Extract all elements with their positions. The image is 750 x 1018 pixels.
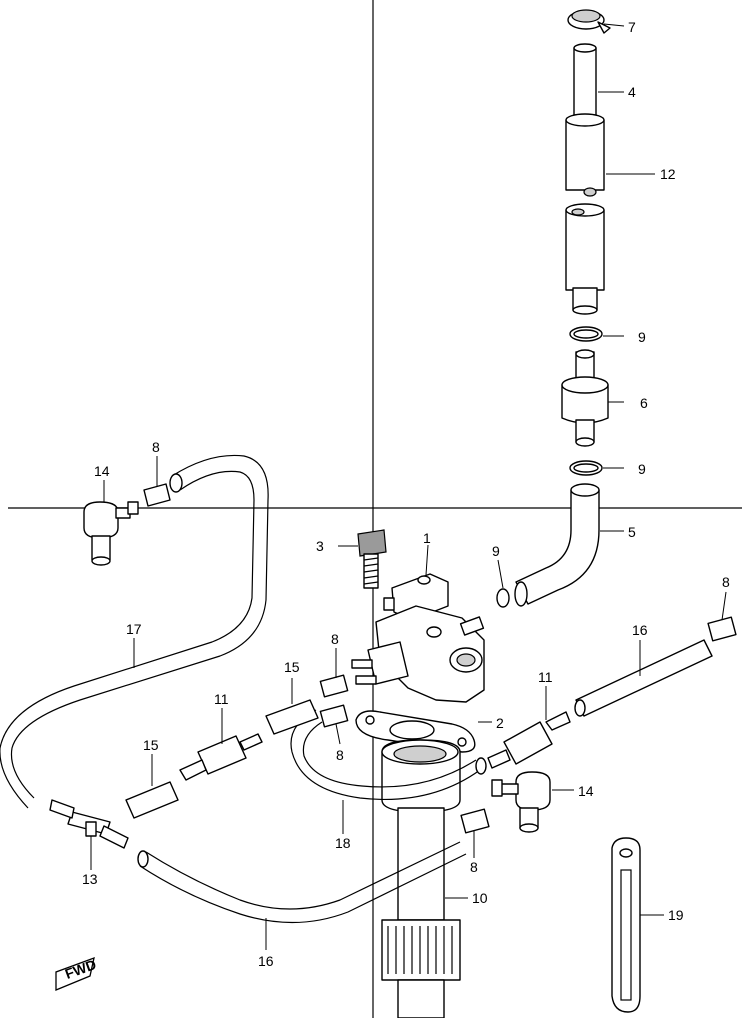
callout-14b: 14 <box>578 783 594 799</box>
callout-9a: 9 <box>638 329 646 345</box>
part-16-hose-bottom <box>137 841 467 924</box>
callout-19: 19 <box>668 907 684 923</box>
callout-3: 3 <box>316 538 324 554</box>
part-11-filter-right <box>487 711 571 769</box>
part-8-cap-c <box>319 674 349 698</box>
callout-7: 7 <box>628 19 636 35</box>
callout-15a: 15 <box>284 659 300 675</box>
leader-lines <box>90 23 727 950</box>
part-9-oring-lower <box>569 460 603 476</box>
part-19-strap <box>611 837 641 1013</box>
callout-4: 4 <box>628 84 636 100</box>
callout-15b: 15 <box>143 737 159 753</box>
part-15-hose-upper <box>265 699 319 735</box>
callout-9c: 9 <box>492 543 500 559</box>
callout-11a: 11 <box>538 669 553 685</box>
callout-8a: 8 <box>152 439 160 455</box>
callout-11b: 11 <box>214 691 229 707</box>
part-14-elbow-upper <box>83 501 139 566</box>
part-1-fuel-pump <box>351 573 485 703</box>
callout-17: 17 <box>126 621 142 637</box>
part-17-hose <box>0 454 269 809</box>
callout-13: 13 <box>82 871 98 887</box>
part-8-cap-a <box>143 483 171 507</box>
part-5-bent-hose <box>514 483 600 607</box>
callout-8c: 8 <box>331 631 339 647</box>
part-13-tee <box>49 799 129 849</box>
part-15-hose-lower <box>125 781 179 819</box>
fwd-arrow-icon: FWD <box>55 956 98 991</box>
part-11-filter-left <box>179 733 263 781</box>
callout-6: 6 <box>640 395 648 411</box>
callout-1: 1 <box>423 530 431 546</box>
part-16-hose-right <box>574 639 713 717</box>
callout-8d: 8 <box>336 747 344 763</box>
callout-16b: 16 <box>258 953 274 969</box>
callout-10: 10 <box>472 890 488 906</box>
callout-2: 2 <box>496 715 504 731</box>
part-10-pump-base <box>381 739 461 1018</box>
part-18-hose <box>290 709 487 801</box>
callout-14a: 14 <box>94 463 110 479</box>
callout-labels: 7 4 12 9 6 9 5 3 1 9 14 8 8 16 17 8 15 1… <box>82 19 730 969</box>
part-8-cap-d <box>319 704 349 728</box>
callout-18: 18 <box>335 835 351 851</box>
callout-9b: 9 <box>638 461 646 477</box>
part-4-hose <box>573 43 597 129</box>
callout-8e: 8 <box>470 859 478 875</box>
part-8-cap-b <box>707 616 737 642</box>
part-8-cap-e <box>460 808 490 834</box>
part-12-sleeve <box>565 113 605 315</box>
part-6-filter <box>561 349 609 447</box>
part-9-oring-upper <box>569 326 603 342</box>
callout-12: 12 <box>660 166 676 182</box>
part-7-clip <box>567 9 611 34</box>
callout-5: 5 <box>628 524 636 540</box>
callout-8b: 8 <box>722 574 730 590</box>
callout-16a: 16 <box>632 622 648 638</box>
part-14-elbow-right <box>491 771 551 833</box>
part-3-bolt <box>357 529 387 589</box>
part-9-oring-left <box>496 588 510 608</box>
